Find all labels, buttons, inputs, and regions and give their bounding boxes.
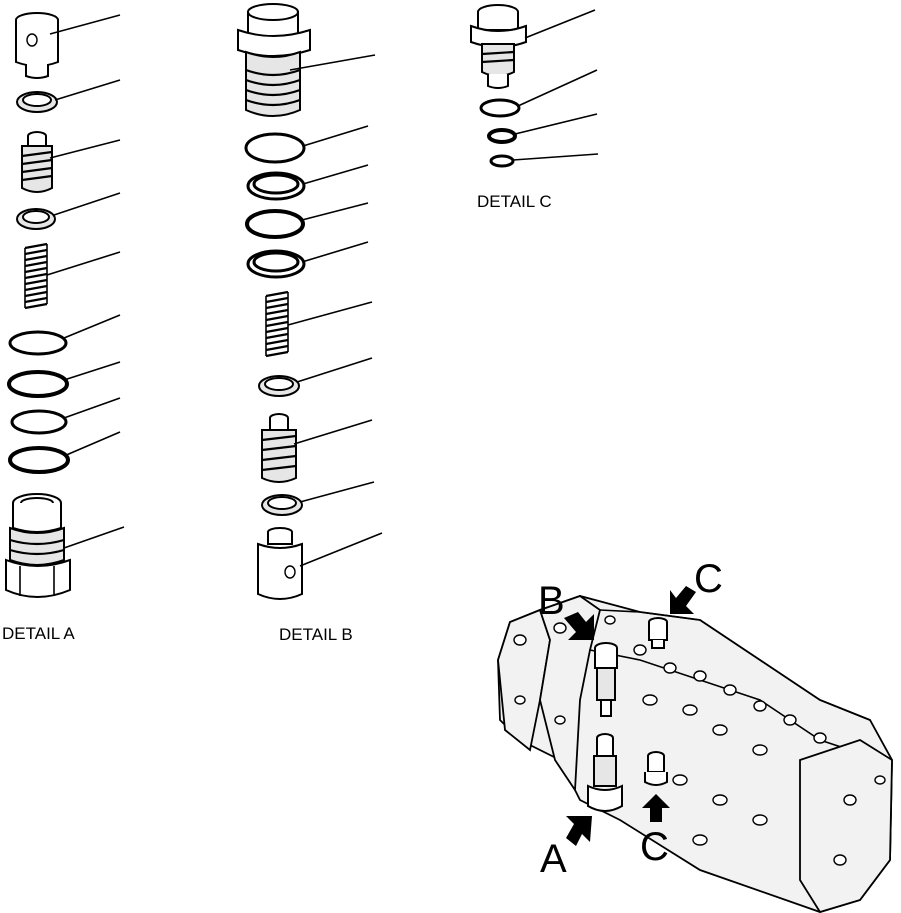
detail-a-plug: [5, 493, 71, 598]
detail-b-ring: [258, 375, 300, 397]
callout-arrow-b: [564, 612, 594, 640]
detail-b-oring-4: [246, 249, 306, 279]
detail-a-spool: [21, 131, 53, 193]
callout-label-c-bottom: C: [640, 825, 669, 869]
detail-a-oring-3: [10, 409, 68, 435]
installed-valve-c-top: [648, 617, 668, 649]
installed-valve-b: [594, 642, 618, 717]
detail-b-oring-2-inner: [252, 173, 300, 195]
valve-ports: [513, 615, 886, 866]
detail-a-group: DETAIL A: [2, 12, 125, 643]
callout-label-a: A: [540, 837, 567, 881]
detail-a-oring-1: [8, 330, 68, 356]
detail-b-cap: [237, 3, 311, 117]
detail-c-group: DETAIL C: [470, 4, 599, 211]
control-valve-assembly: B C A C: [497, 557, 893, 913]
detail-b-oring-1: [244, 132, 306, 164]
detail-b-poppet: [261, 413, 297, 483]
detail-b-spring: [265, 290, 289, 358]
detail-a-ring-1: [16, 91, 58, 113]
detail-b-oring-4-inner: [252, 251, 300, 273]
detail-a-sleeve: [15, 12, 59, 79]
detail-b-label: DETAIL B: [279, 625, 353, 644]
detail-a-label: DETAIL A: [2, 624, 75, 643]
detail-a-spring: [24, 242, 48, 310]
detail-b-oring-3: [245, 209, 305, 239]
callout-arrow-c-bottom: [642, 794, 670, 822]
detail-b-group: DETAIL B: [237, 3, 383, 644]
detail-a-ring-2: [16, 208, 56, 230]
detail-c-plug: [470, 4, 527, 89]
detail-b-sleeve: [257, 527, 303, 600]
detail-b-ring-2: [261, 494, 303, 516]
callout-label-c-top: C: [694, 557, 723, 601]
callout-arrow-c-top: [670, 586, 696, 614]
installed-valve-a: [587, 733, 623, 812]
detail-c-label: DETAIL C: [477, 192, 552, 211]
callout-arrow-a: [566, 816, 592, 846]
detail-c-oring-1: [479, 98, 521, 118]
detail-a-oring-4: [8, 446, 70, 474]
detail-b-oring-2: [246, 171, 306, 201]
callout-label-b: B: [538, 579, 565, 623]
detail-a-oring-2: [7, 370, 69, 398]
installed-valve-c-bottom: [644, 751, 668, 786]
detail-c-oring-3: [489, 154, 515, 168]
detail-c-oring-2: [487, 128, 517, 144]
